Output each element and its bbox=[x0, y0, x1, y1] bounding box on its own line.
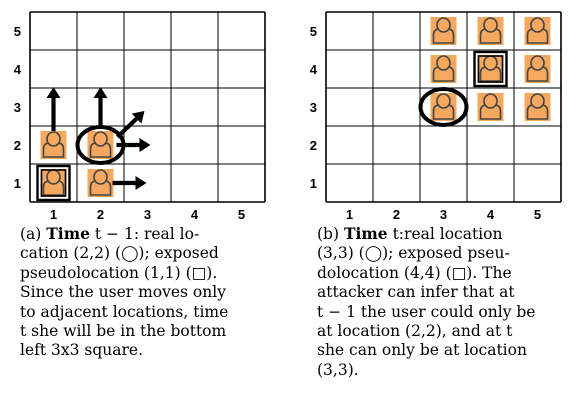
caption-a-line-1: t − 1: real lo- bbox=[94, 225, 200, 243]
row-label: 5 bbox=[14, 24, 21, 39]
arrow-up-right-icon bbox=[116, 111, 145, 139]
col-label: 2 bbox=[97, 207, 104, 222]
caption-a-line-5: to adjacent locations, time bbox=[20, 302, 229, 321]
person-icon bbox=[430, 17, 457, 45]
caption-b-line-3: dolocation (4,4) (□). The bbox=[317, 263, 512, 282]
arrow-right-icon bbox=[112, 176, 147, 190]
grid-b: 5 4 3 2 1 1 2 3 4 5 bbox=[310, 11, 562, 222]
arrow-up-icon bbox=[93, 87, 108, 125]
person-icon bbox=[430, 93, 457, 121]
caption-a-line-7: left 3x3 square. bbox=[20, 341, 144, 360]
caption-a-line-2: cation (2,2) (◯); exposed bbox=[20, 244, 219, 263]
row-label: 3 bbox=[14, 100, 21, 115]
caption-b-line-2: (3,3) (◯); exposed pseu- bbox=[317, 244, 510, 263]
col-label: 4 bbox=[487, 207, 495, 222]
col-label: 3 bbox=[144, 207, 151, 222]
caption-b-line-1: t:real location bbox=[392, 225, 503, 243]
pseudolocation-square bbox=[36, 164, 71, 202]
caption-a-line-3: pseudolocation (1,1) (□). bbox=[20, 263, 218, 282]
col-label: 3 bbox=[440, 207, 447, 222]
row-label: 5 bbox=[310, 24, 317, 39]
col-label: 4 bbox=[191, 207, 199, 222]
person-icon bbox=[40, 169, 67, 197]
person-icon bbox=[477, 17, 504, 45]
person-icon bbox=[524, 17, 551, 45]
person-icon bbox=[477, 93, 504, 121]
caption-a-line-4: Since the user moves only bbox=[20, 283, 226, 302]
row-label: 1 bbox=[14, 176, 21, 191]
col-label: 1 bbox=[346, 207, 353, 222]
col-label: 5 bbox=[534, 207, 541, 222]
person-icon bbox=[87, 169, 114, 197]
caption-b-line-6: at location (2,2), and at t bbox=[317, 322, 513, 341]
grid-a: 5 4 3 2 1 1 2 3 4 5 bbox=[14, 11, 266, 222]
panel-b: 5 4 3 2 1 1 2 3 4 5 (b) Time t:real location (3,3… bbox=[295, 0, 587, 415]
caption-a-bold: Time bbox=[46, 224, 90, 243]
row-label: 4 bbox=[14, 62, 22, 77]
panel-a: 5 4 3 2 1 1 2 3 4 5 (a) Time t − 1: real lo- cati… bbox=[0, 0, 290, 415]
caption-a-line-6: t she will be in the bottom bbox=[20, 322, 227, 341]
person-icon bbox=[524, 93, 551, 121]
caption-b-line-8: (3,3). bbox=[317, 360, 359, 379]
caption-b-line-5: t − 1 the user could only be bbox=[317, 302, 536, 321]
row-label: 2 bbox=[14, 138, 21, 153]
arrow-right-icon bbox=[116, 138, 151, 152]
person-icon bbox=[524, 55, 551, 83]
real-location-circle bbox=[418, 87, 469, 127]
person-icon bbox=[87, 131, 114, 159]
caption-b-line-7: she can only be at location bbox=[317, 341, 527, 360]
col-label: 1 bbox=[50, 207, 57, 222]
pseudolocation-square bbox=[473, 50, 508, 88]
person-icon bbox=[40, 131, 67, 159]
col-label: 5 bbox=[238, 207, 245, 222]
caption-a: (a) Time t − 1: real lo- cation (2,2) (◯… bbox=[20, 224, 282, 361]
row-label: 2 bbox=[310, 138, 317, 153]
col-label: 2 bbox=[393, 207, 400, 222]
row-label: 4 bbox=[310, 62, 318, 77]
caption-b-line-4: attacker can infer that at bbox=[317, 283, 515, 302]
row-label: 3 bbox=[310, 100, 317, 115]
caption-b-bold: Time bbox=[343, 224, 388, 243]
caption-a-label: (a) bbox=[20, 225, 47, 243]
caption-b-label: (b) bbox=[317, 225, 344, 243]
person-icon bbox=[430, 55, 457, 83]
person-icon bbox=[477, 55, 504, 83]
row-label: 1 bbox=[310, 176, 317, 191]
arrow-up-icon bbox=[46, 87, 61, 131]
caption-b: (b) Time t:real location (3,3) (◯); expo… bbox=[317, 224, 581, 380]
